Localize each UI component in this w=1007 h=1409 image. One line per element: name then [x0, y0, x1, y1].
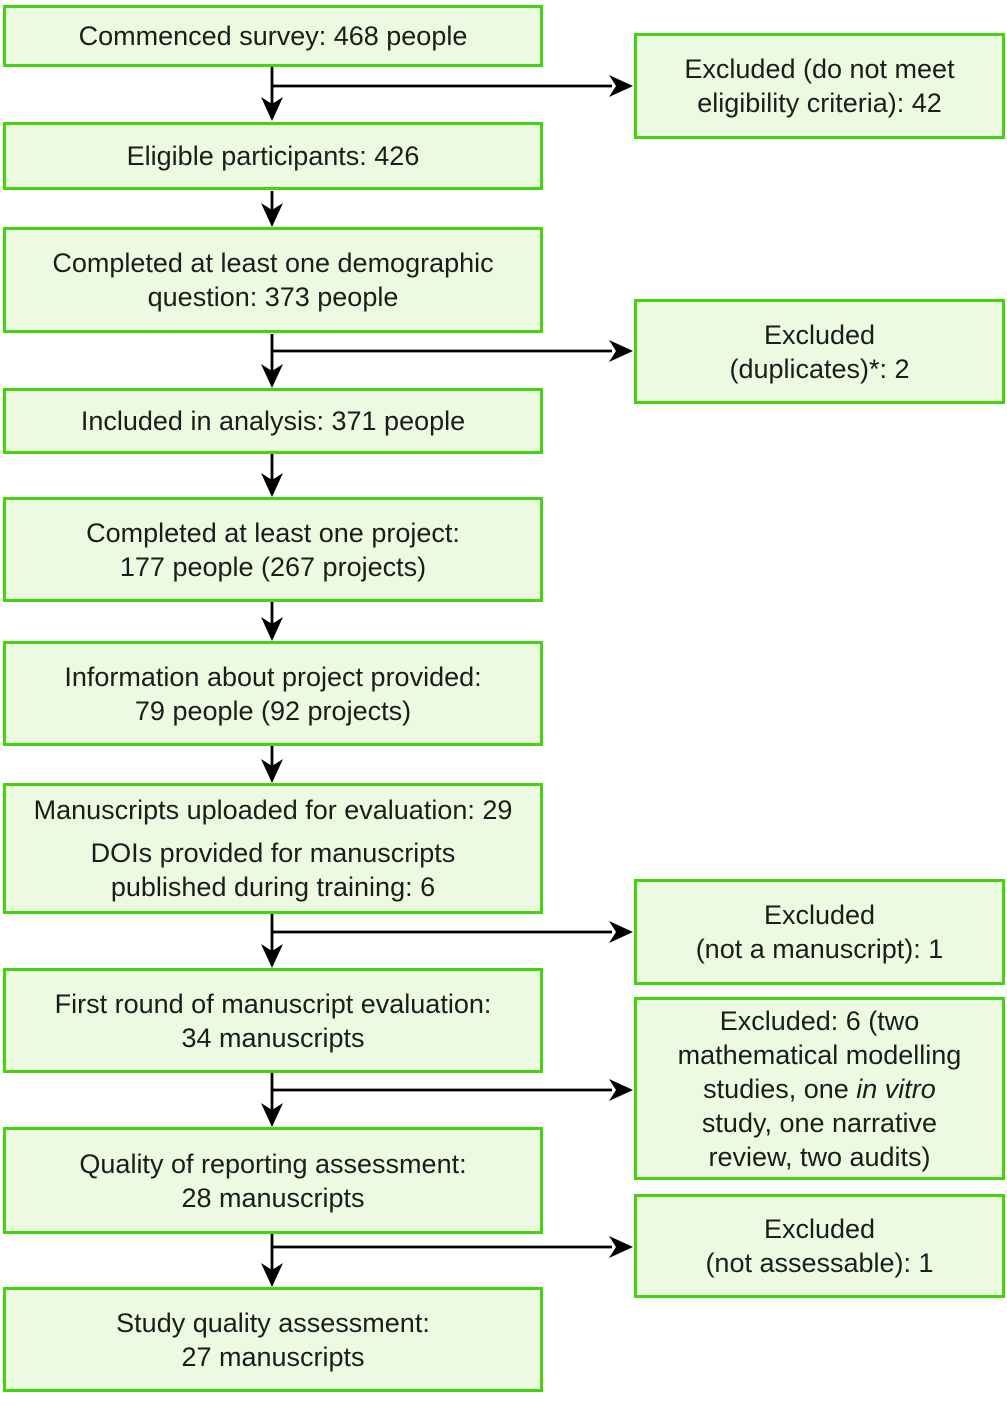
box-text-line: Excluded	[763, 1214, 876, 1244]
flow-box-excluded-duplicates: Excluded (duplicates)*: 2	[634, 299, 1005, 404]
arrow-branch-excluded-not-assessable	[272, 1236, 633, 1258]
box-text-line: review, two audits)	[708, 1141, 931, 1172]
arrow-demographic-to-analysis	[261, 334, 283, 388]
box-text-line: study, one narrative	[701, 1107, 938, 1138]
box-text-line: Information about project provided:	[64, 661, 482, 692]
box-text-line: 28 manuscripts	[181, 1182, 365, 1213]
box-text-line: Manuscripts uploaded for evaluation: 29	[33, 795, 513, 825]
arrow-reporting-to-studyquality	[261, 1234, 283, 1287]
box-text-line: Commenced survey: 468 people	[78, 21, 468, 51]
box-text-line: eligibility criteria): 42	[697, 88, 942, 118]
flow-box-excluded-eligibility: Excluded (do not meet eligibility criter…	[634, 33, 1005, 139]
flow-box-first-round-evaluation: First round of manuscript evaluation: 34…	[3, 968, 543, 1073]
box-text-line: First round of manuscript evaluation:	[54, 988, 492, 1019]
arrow-eligible-to-demographic	[261, 191, 283, 227]
box-text-line: Excluded	[763, 900, 876, 930]
box-text-line: Excluded: 6 (two	[719, 1005, 920, 1036]
box-text-line: DOIs provided for manuscripts	[90, 838, 456, 868]
flow-box-excluded-not-manuscript: Excluded (not a manuscript): 1	[634, 879, 1005, 985]
arrow-branch-excluded-six-studies	[272, 1079, 633, 1101]
box-text-line: studies, one in vitro	[703, 1073, 936, 1104]
flow-box-manuscripts-uploaded: Manuscripts uploaded for evaluation: 29 …	[3, 783, 543, 914]
flow-box-study-quality: Study quality assessment: 27 manuscripts	[3, 1287, 543, 1392]
box-text-line: Study quality assessment:	[116, 1307, 430, 1338]
arrow-branch-excluded-eligibility	[272, 75, 633, 97]
flow-box-completed-demographic-question: Completed at least one demographic quest…	[3, 227, 543, 333]
box-text-line: Quality of reporting assessment:	[79, 1148, 467, 1179]
box-text-line: 177 people (267 projects)	[119, 551, 427, 582]
box-text-line: 27 manuscripts	[181, 1341, 365, 1372]
box-text-line: 34 manuscripts	[181, 1022, 365, 1053]
arrow-project-to-information	[261, 602, 283, 641]
flow-box-information-about-project: Information about project provided: 79 p…	[3, 641, 543, 746]
flow-box-quality-of-reporting: Quality of reporting assessment: 28 manu…	[3, 1127, 543, 1234]
arrow-branch-excluded-not-manuscript	[272, 921, 633, 943]
arrow-manuscripts-to-firstround	[261, 914, 283, 968]
box-text-line: Completed at least one demographic	[52, 248, 494, 278]
box-text-line: Included in analysis: 371 people	[80, 406, 466, 436]
box-text-line: question: 373 people	[147, 282, 399, 312]
flow-box-included-in-analysis: Included in analysis: 371 people	[3, 388, 543, 454]
arrow-branch-excluded-duplicates	[272, 340, 633, 362]
box-text-line: (not assessable): 1	[705, 1248, 934, 1278]
box-text-line: mathematical modelling	[677, 1039, 962, 1070]
box-text-line: Excluded (do not meet	[684, 54, 955, 84]
box-text-line: (not a manuscript): 1	[695, 934, 944, 964]
box-text-line: (duplicates)*: 2	[729, 353, 910, 384]
arrow-firstround-to-reporting	[261, 1073, 283, 1127]
flow-box-completed-one-project: Completed at least one project: 177 peop…	[3, 497, 543, 602]
box-text-line: Eligible participants: 426	[126, 141, 420, 171]
flow-box-excluded-not-assessable: Excluded (not assessable): 1	[634, 1194, 1005, 1298]
flow-box-commenced-survey: Commenced survey: 468 people	[3, 5, 543, 67]
flow-box-eligible-participants: Eligible participants: 426	[3, 122, 543, 190]
box-text-line: Excluded	[763, 319, 876, 350]
box-text-line: published during training: 6	[110, 872, 436, 902]
arrow-commenced-to-eligible	[261, 67, 283, 121]
arrow-information-to-manuscripts	[261, 746, 283, 783]
flow-box-excluded-six-studies: Excluded: 6 (two mathematical modelling …	[634, 997, 1005, 1180]
arrow-analysis-to-project	[261, 454, 283, 497]
box-text-line: Completed at least one project:	[86, 517, 460, 548]
box-text-line: 79 people (92 projects)	[134, 695, 412, 726]
